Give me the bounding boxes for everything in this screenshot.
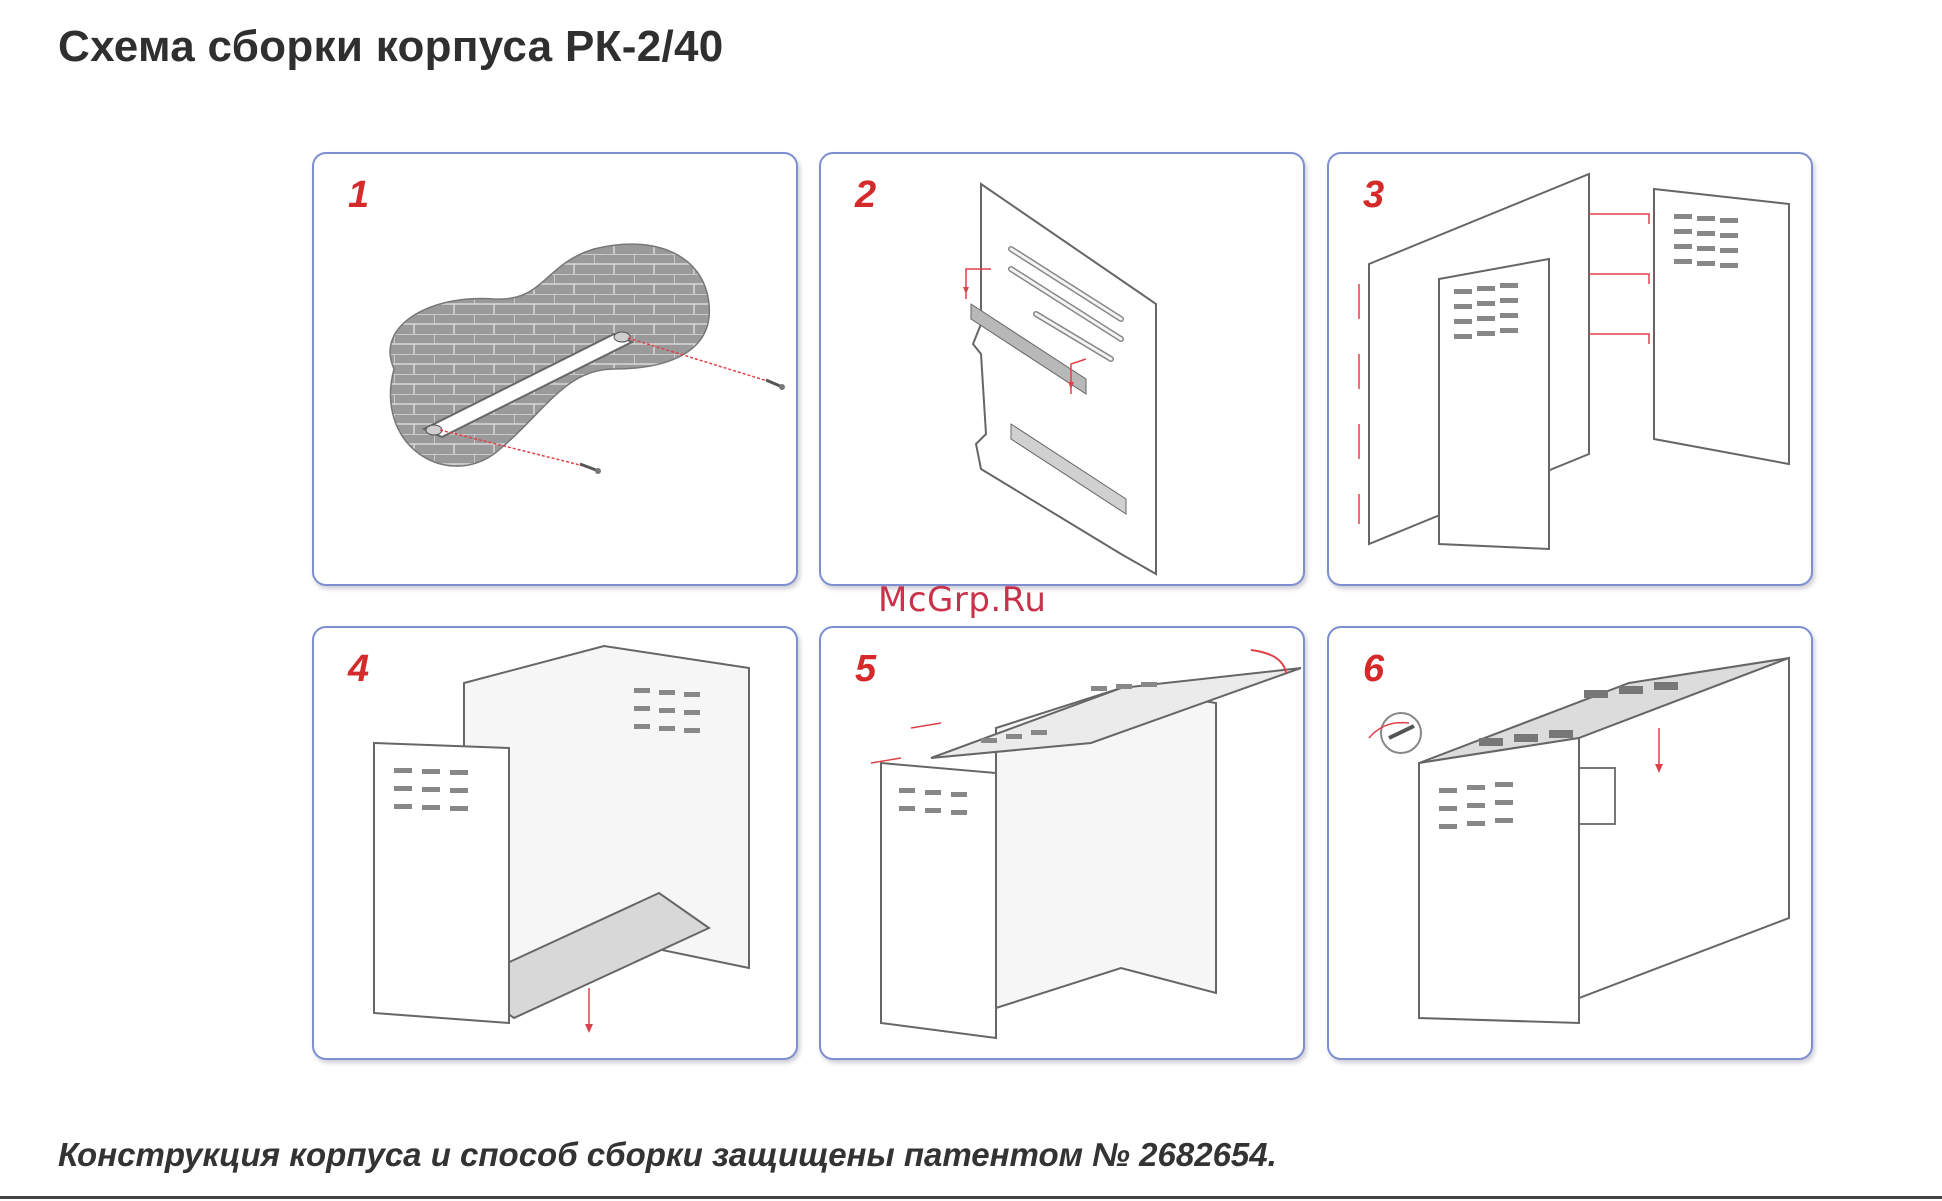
step-panel-1: 1 — [312, 152, 798, 586]
page-title: Схема сборки корпуса РК-2/40 — [58, 22, 724, 72]
step-panel-4: 4 — [312, 626, 798, 1060]
step-panel-2: 2 — [819, 152, 1305, 586]
watermark: McGrp.Ru — [878, 580, 1046, 620]
step-panel-6: 6 — [1327, 626, 1813, 1060]
wall-mount-illustration — [314, 154, 800, 588]
front-panel — [881, 763, 996, 1038]
screw-icon — [766, 380, 785, 390]
screw-icon — [580, 464, 601, 474]
bottom-divider — [0, 1196, 1942, 1199]
top-cover-illustration — [821, 628, 1307, 1062]
inspection-window — [1579, 768, 1615, 824]
step-panel-3: 3 — [1327, 152, 1813, 586]
assembled-case-illustration — [1329, 628, 1815, 1062]
front-panel — [374, 743, 509, 1023]
base-shelf-illustration — [314, 628, 800, 1062]
step-panel-5: 5 — [819, 626, 1305, 1060]
case-front — [1419, 738, 1579, 1023]
side-panel-rails-illustration — [821, 154, 1307, 588]
patent-footnote: Конструкция корпуса и способ сборки защи… — [58, 1136, 1277, 1174]
front-back-panels-illustration — [1329, 154, 1815, 588]
